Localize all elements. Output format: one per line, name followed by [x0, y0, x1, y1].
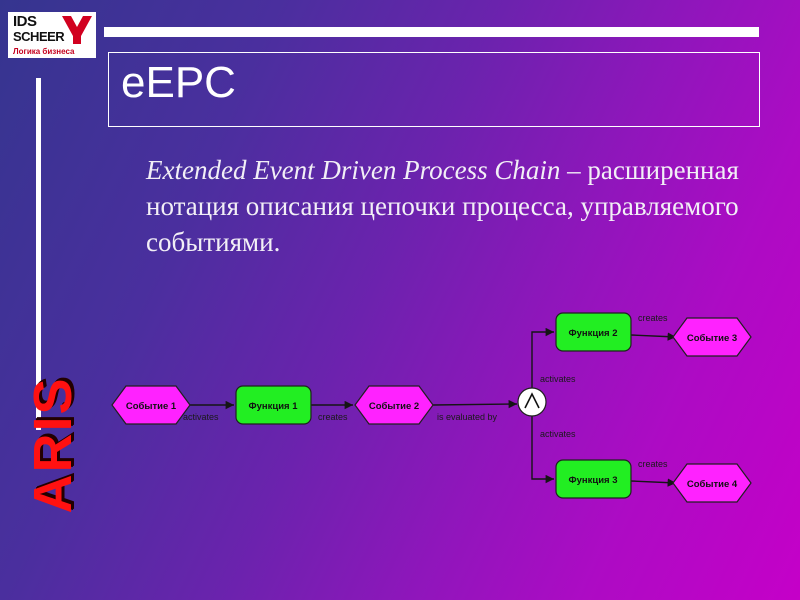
diagram-edges [190, 327, 677, 487]
node-function-3[interactable] [555, 459, 632, 499]
edge-label-e2-and: is evaluated by [437, 412, 498, 422]
node-event-4[interactable] [672, 463, 752, 503]
node-label-event-1: Событие 1 [126, 401, 177, 412]
ids-scheer-logo: IDS SCHEER Логика бизнеса [8, 12, 96, 58]
page-title: eEPC [121, 58, 236, 107]
edge-e2-and [432, 399, 518, 409]
node-function-1[interactable] [235, 385, 312, 425]
and-operator-icon [524, 392, 540, 409]
node-event-1[interactable] [111, 385, 191, 425]
edge-and-f3 [531, 416, 554, 484]
node-event-3[interactable] [672, 317, 752, 357]
node-event-2[interactable] [354, 385, 434, 425]
y-mark-icon [62, 16, 92, 44]
node-label-function-1: Функция 1 [248, 401, 298, 412]
edge-label-and-f3: activates [540, 429, 576, 439]
edge-label-e1-f1: activates [183, 412, 219, 422]
edge-label-f2-e3: creates [638, 313, 668, 323]
body-text-rest: – расширенная нотация описания цепочки п… [146, 155, 739, 257]
title-box: eEPC [108, 52, 760, 127]
edge-label-f1-e2: creates [318, 412, 348, 422]
diagram-node-labels: Событие 1 Функция 1 Событие 2 Функция 2 … [126, 328, 738, 490]
edge-label-and-f2: activates [540, 374, 576, 384]
node-label-event-4: Событие 4 [687, 479, 738, 490]
logo-wordmark: IDS SCHEER [13, 14, 65, 43]
body-text: Extended Event Driven Process Chain – ра… [146, 152, 746, 260]
edge-label-f3-e4: creates [638, 459, 668, 469]
logo-line-scheer: SCHEER [13, 29, 65, 44]
edge-f2-e3 [630, 332, 677, 341]
node-and-connector[interactable] [517, 387, 547, 417]
diagram-edge-labels: activates creates is evaluated by activa… [183, 313, 668, 469]
logo-line-ids: IDS [13, 13, 37, 30]
left-white-rule [36, 78, 41, 430]
node-label-function-2: Функция 2 [568, 328, 617, 339]
edge-and-f2 [531, 327, 554, 388]
node-label-event-3: Событие 3 [687, 333, 737, 344]
diagram-nodes [111, 312, 752, 503]
node-function-2[interactable] [555, 312, 632, 352]
node-label-function-3: Функция 3 [568, 475, 617, 486]
node-label-event-2: Событие 2 [369, 401, 419, 412]
body-text-emphasis: Extended Event Driven Process Chain [146, 155, 561, 185]
logo-slogan: Логика бизнеса [13, 47, 75, 56]
edge-f3-e4 [630, 478, 677, 487]
top-white-rule [104, 27, 759, 37]
